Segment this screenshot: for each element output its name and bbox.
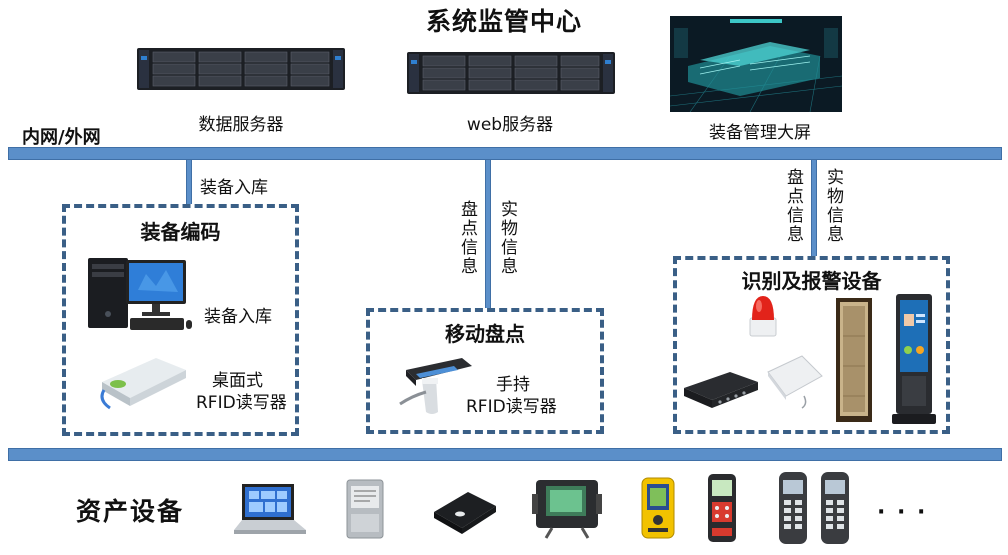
laser-rangefinder-icon	[706, 472, 738, 544]
alarm-link-left-label: 盘点信息	[783, 168, 803, 244]
handheld-reader-image	[392, 352, 476, 418]
external-drive-icon	[430, 486, 498, 538]
field-device-icon	[532, 476, 602, 540]
web-server-image	[407, 50, 615, 96]
alarm-link-right-label: 实物信息	[823, 168, 843, 244]
mobile-link-left-label: 盘点信息	[457, 200, 477, 276]
hard-drive-icon	[345, 478, 385, 540]
desktop-rfid-reader-image	[96, 352, 188, 412]
encode-box-title: 装备编码	[140, 220, 221, 244]
mobile-link-right-label: 实物信息	[497, 200, 517, 276]
fixed-reader-image	[680, 366, 760, 410]
big-screen-image	[669, 16, 843, 113]
connector-encode	[186, 160, 192, 204]
data-server-label: 数据服务器	[198, 115, 284, 135]
connector-alarm	[811, 160, 817, 256]
kiosk-terminal-image	[888, 292, 940, 426]
big-screen-label: 装备管理大屏	[709, 123, 811, 143]
data-server-image	[137, 46, 345, 92]
handheld-reader-label-2: RFID读写器	[466, 397, 557, 417]
pc-label: 装备入库	[204, 307, 272, 327]
assets-label: 资产设备	[76, 497, 185, 526]
walkie-talkie-icon-2	[818, 470, 852, 546]
network-bus-top	[8, 147, 1002, 160]
desktop-reader-label-2: RFID读写器	[196, 393, 287, 413]
handheld-reader-label-1: 手持	[496, 375, 530, 395]
desktop-pc-image	[86, 252, 194, 334]
alarm-siren-icon	[746, 292, 780, 338]
gps-handheld-icon	[640, 476, 676, 540]
web-server-label: web服务器	[466, 115, 554, 135]
encode-box	[62, 204, 299, 436]
laptop-icon	[232, 482, 308, 538]
desktop-reader-label-1: 桌面式	[212, 371, 263, 391]
network-label: 内网/外网	[22, 127, 101, 148]
alarm-box-title: 识别及报警设备	[741, 269, 882, 293]
security-gate-image	[834, 296, 874, 424]
connector-mobile	[485, 160, 491, 308]
network-bus-bottom	[8, 448, 1002, 461]
more-assets-ellipsis: · · ·	[877, 500, 928, 525]
walkie-talkie-icon-1	[776, 470, 810, 546]
encode-link-label: 装备入库	[200, 178, 268, 198]
page-title: 系统监管中心	[425, 7, 582, 36]
mobile-box	[366, 308, 604, 434]
antenna-panel-image	[764, 352, 826, 410]
alarm-box	[673, 256, 950, 434]
mobile-box-title: 移动盘点	[445, 322, 525, 346]
